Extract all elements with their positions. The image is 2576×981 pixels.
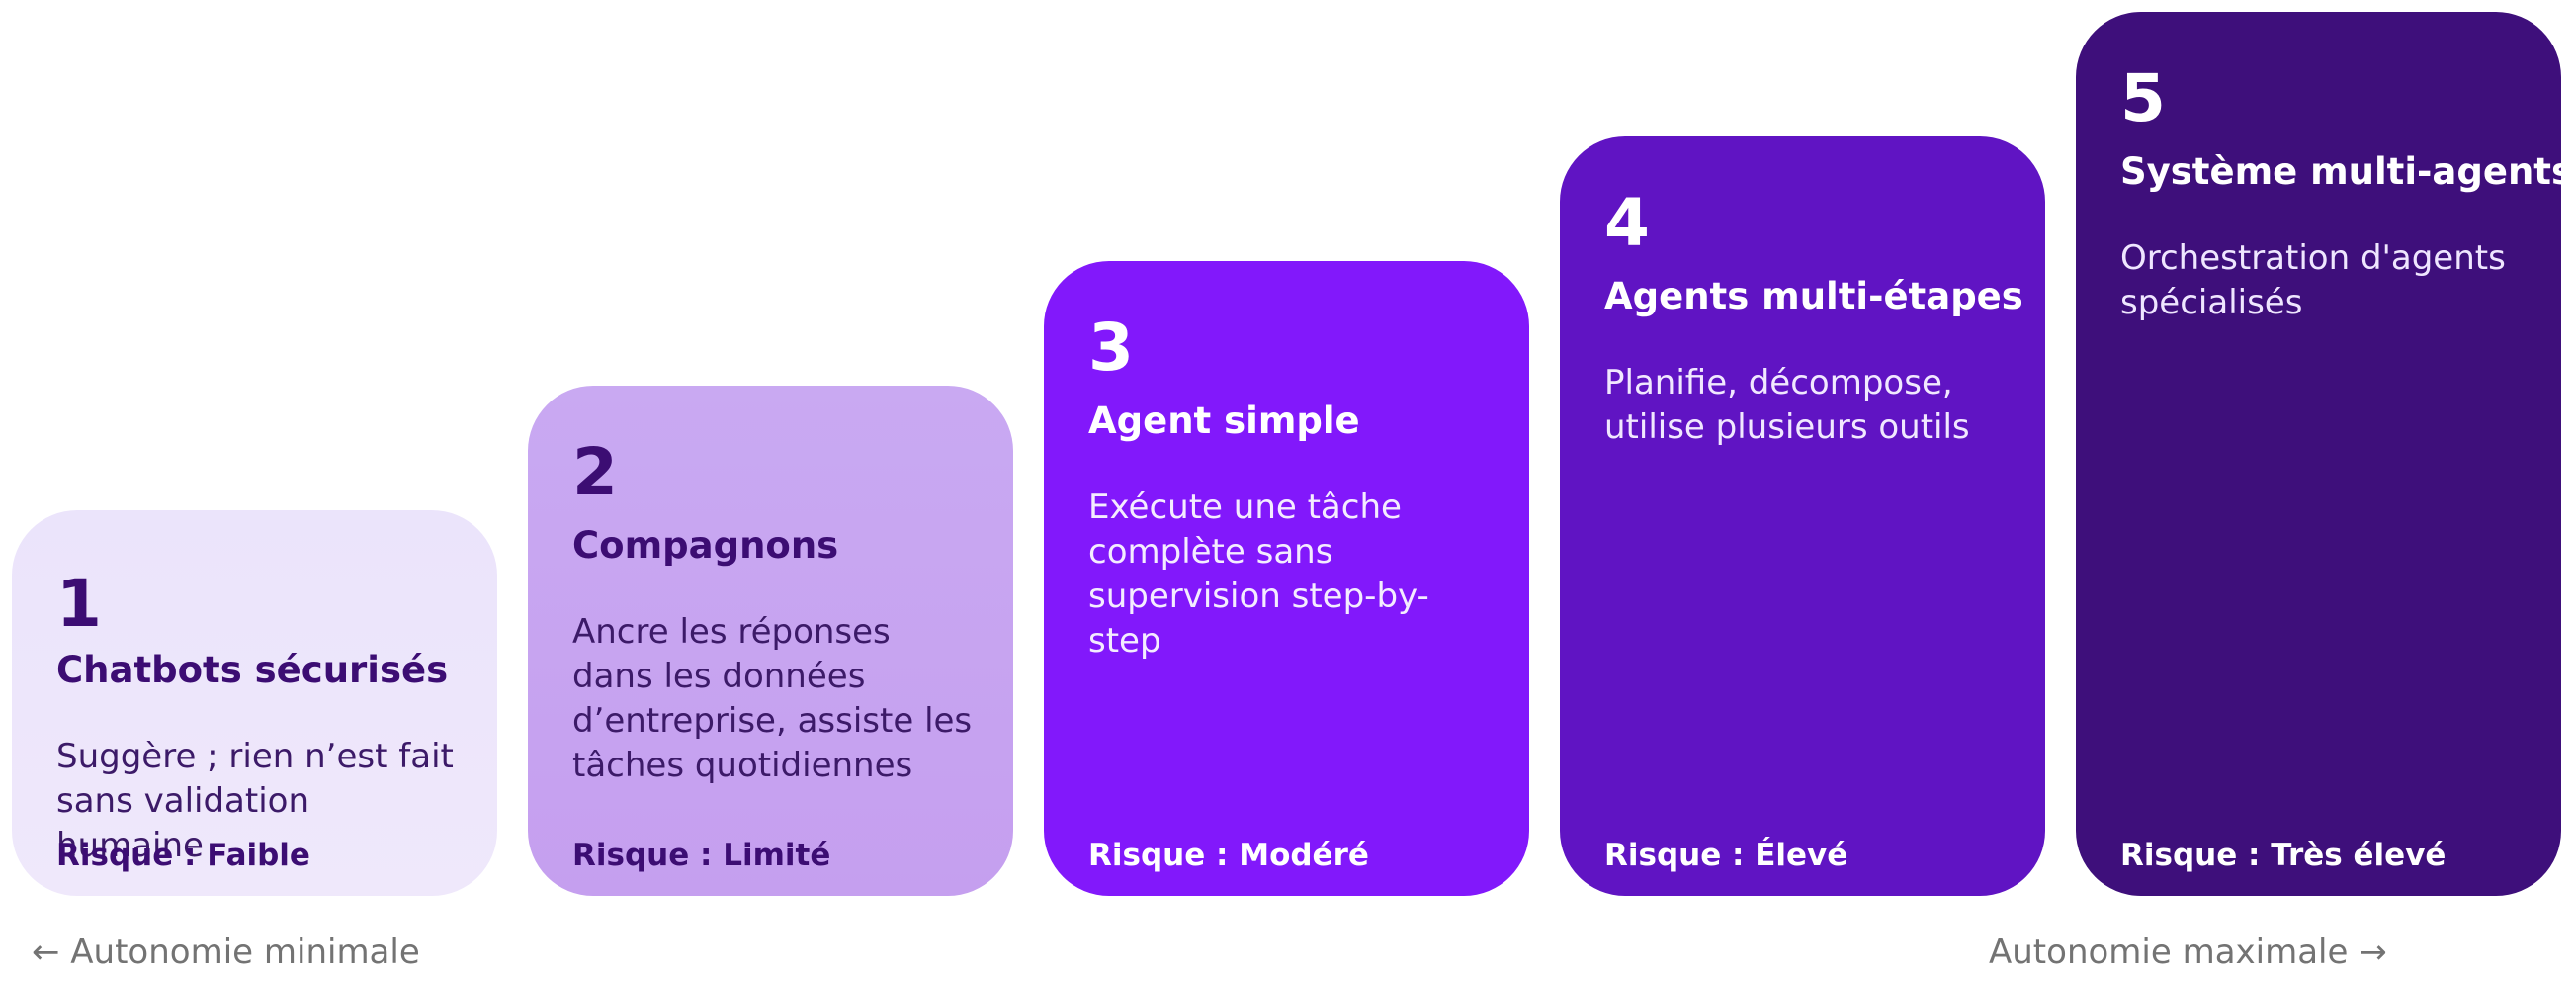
level-title: Agent simple: [1088, 400, 1360, 442]
level-card-1: 1 Chatbots sécurisés Suggère ; rien n’es…: [12, 510, 497, 896]
level-number: 2: [572, 434, 618, 510]
level-title: Système multi-agents: [2120, 150, 2574, 193]
level-number: 5: [2120, 60, 2166, 136]
risk-label: Risque : Élevé: [1604, 838, 1848, 873]
risk-label: Risque : Très élevé: [2120, 838, 2447, 873]
risk-label: Risque : Limité: [572, 838, 831, 873]
level-description: Orchestration d'agents spécialisés: [2120, 238, 2506, 322]
level-title: Agents multi-étapes: [1604, 275, 2023, 317]
level-description: Suggère ; rien n’est fait sans validatio…: [56, 737, 454, 865]
level-card-3: 3 Agent simple Exécute une tâche complèt…: [1044, 261, 1529, 896]
risk-label: Risque : Modéré: [1088, 838, 1369, 873]
level-number: 1: [56, 566, 102, 642]
risk-label: Risque : Faible: [56, 838, 310, 873]
level-description: Planifie, décompose, utilise plusieurs o…: [1604, 363, 1970, 447]
level-card-4: 4 Agents multi-étapes Planifie, décompos…: [1560, 136, 2045, 896]
level-number: 3: [1088, 310, 1134, 386]
level-description: Ancre les réponses dans les données d’en…: [572, 612, 973, 785]
level-title: Compagnons: [572, 524, 839, 567]
level-description: Exécute une tâche complète sans supervis…: [1088, 488, 1429, 661]
level-card-2: 2 Compagnons Ancre les réponses dans les…: [528, 386, 1013, 896]
autonomy-min-label: ← Autonomie minimale: [32, 933, 420, 972]
level-card-5: 5 Système multi-agents Orchestration d'a…: [2076, 12, 2574, 896]
level-title: Chatbots sécurisés: [56, 649, 449, 691]
autonomy-max-label: Autonomie maximale →: [1989, 933, 2387, 972]
level-number: 4: [1604, 185, 1650, 261]
